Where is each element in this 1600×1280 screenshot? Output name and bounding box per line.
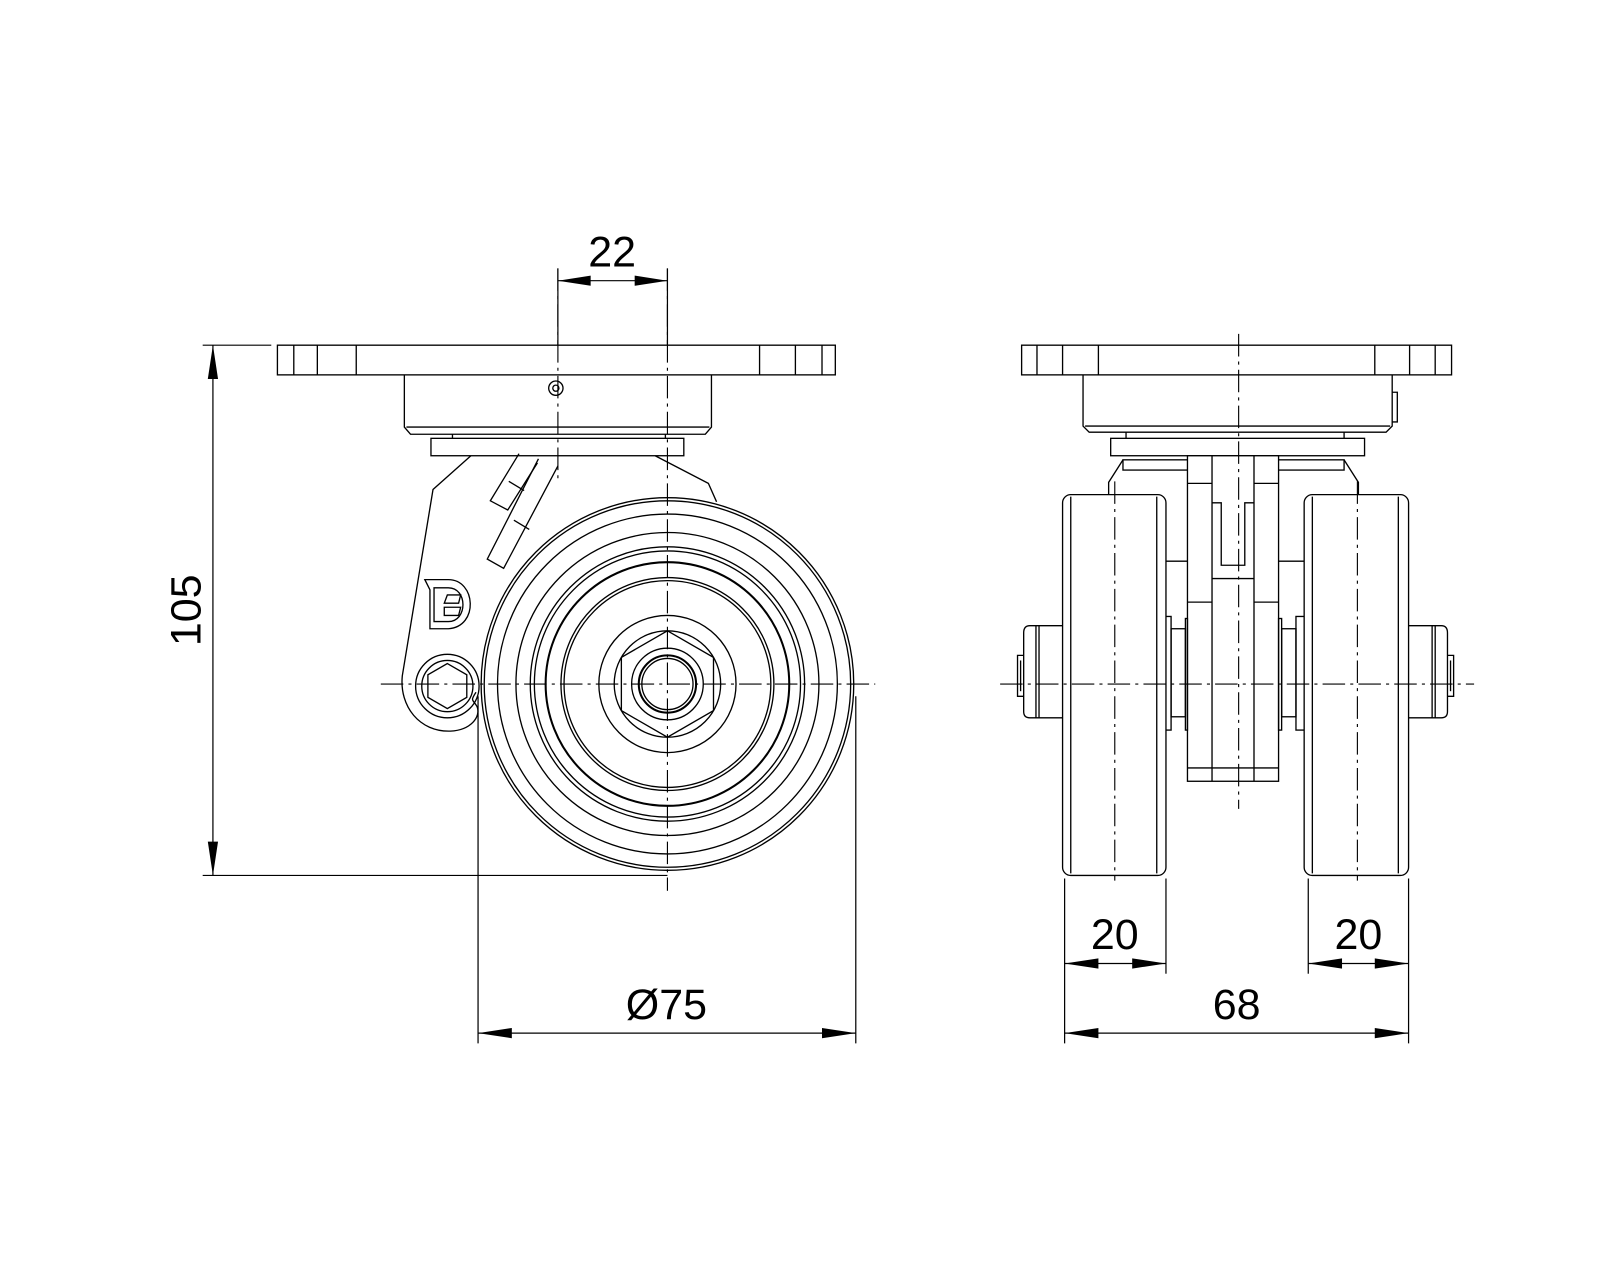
- dimension-overall-width: 68: [1064, 981, 1409, 1039]
- dimension-label-overall-width: 68: [1213, 981, 1261, 1029]
- dimension-offset: 22: [557, 228, 669, 346]
- dimension-height: 105: [163, 344, 668, 877]
- right-wheel: [1303, 493, 1410, 877]
- brand-logo-icon: [423, 578, 471, 630]
- dimension-label-offset: 22: [588, 228, 636, 276]
- dimension-label-left-width: 20: [1091, 911, 1139, 959]
- mounting-plate: [276, 344, 836, 376]
- front-mounting-plate: [1020, 344, 1453, 376]
- side-view: 22 105 Ø75: [163, 228, 876, 1044]
- fork-bracket: [401, 453, 718, 732]
- dimension-wheel-diameter: Ø75: [477, 696, 857, 1044]
- fork-yoke: [1107, 455, 1360, 782]
- axle-nut-right: [1408, 625, 1455, 719]
- front-swivel-housing: [1082, 374, 1398, 457]
- dimension-right-wheel-width: 20: [1307, 878, 1410, 1044]
- dimension-label-height: 105: [163, 574, 211, 646]
- dimension-left-wheel-width: 20: [1064, 878, 1167, 1044]
- left-wheel: [1061, 493, 1167, 877]
- dimension-label-diameter: Ø75: [626, 981, 707, 1029]
- pivot-bolt: [414, 653, 480, 719]
- front-view: 20 20 68: [1000, 333, 1475, 1044]
- dimension-label-right-width: 20: [1335, 911, 1383, 959]
- axle-nut-left: [1016, 625, 1063, 719]
